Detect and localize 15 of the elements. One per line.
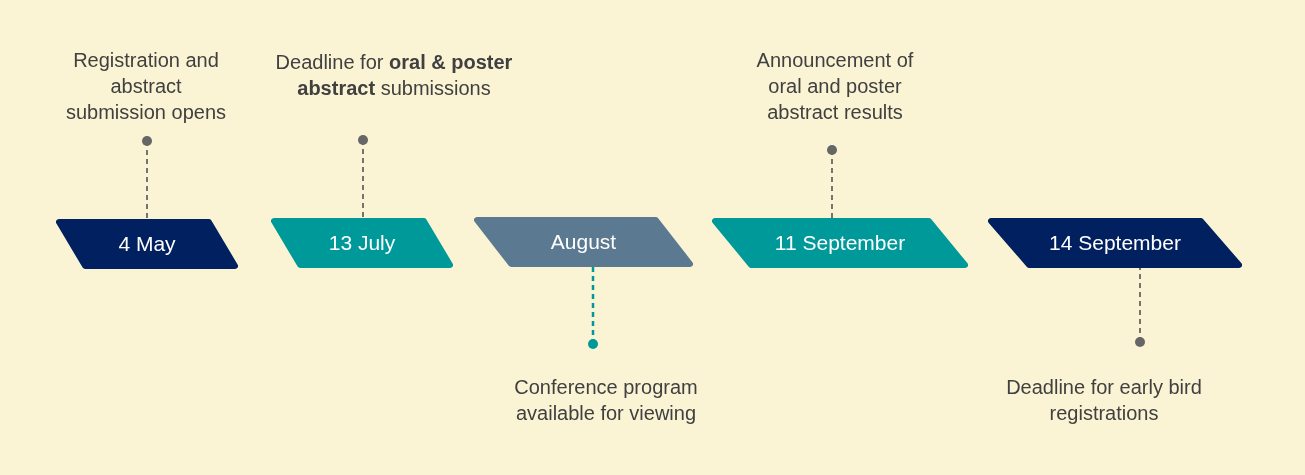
event-description: Announcement of oral and poster abstract results <box>755 48 915 125</box>
date-label: 13 July <box>328 230 396 256</box>
date-label: 14 September <box>1049 230 1181 256</box>
date-label: 4 May <box>118 231 176 257</box>
leader-line <box>142 136 152 220</box>
event-description: Conference program available for viewing <box>513 375 699 426</box>
event-description: Deadline for early bird registrations <box>1005 375 1203 426</box>
leader-line <box>1135 267 1145 347</box>
date-label: August <box>550 229 617 255</box>
leader-line <box>588 267 598 349</box>
leader-line <box>827 145 837 219</box>
event-description: Registration and abstract submission opens <box>64 48 228 125</box>
date-label: 11 September <box>774 230 906 256</box>
leader-line <box>358 135 368 219</box>
event-description: Deadline for oral & poster abstract submissions <box>274 50 514 101</box>
